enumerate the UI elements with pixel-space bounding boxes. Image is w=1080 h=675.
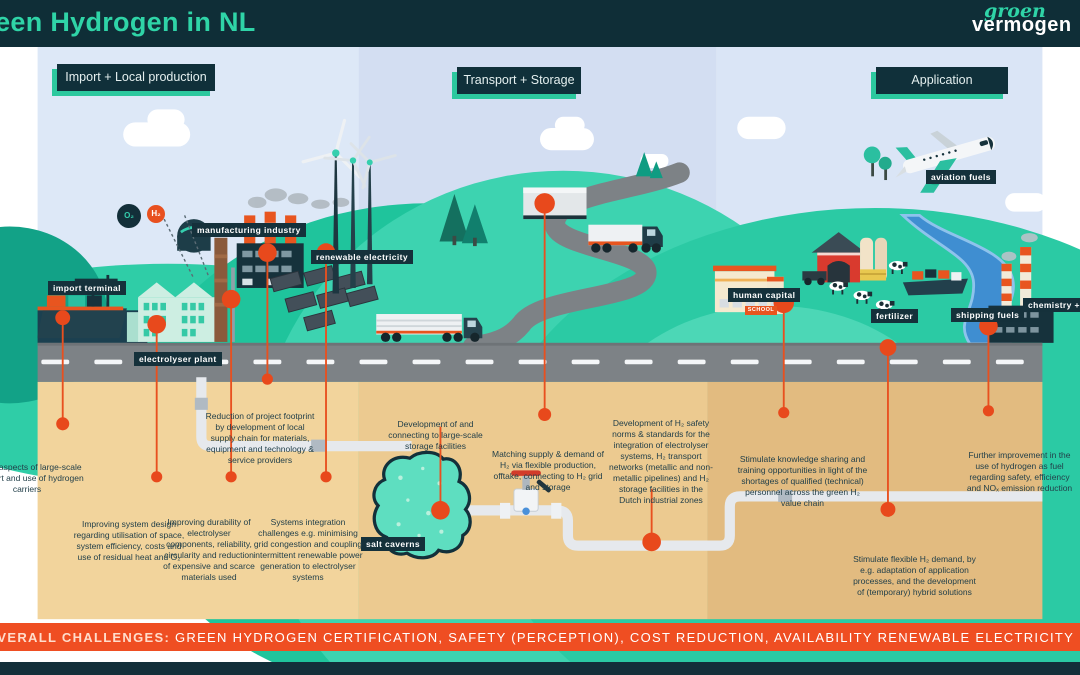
label-aviation-fuels: aviation fuels (926, 170, 996, 184)
banner-text-rest: GREEN HYDROGEN CERTIFICATION, SAFETY (PE… (170, 630, 1075, 645)
annotation-stimulate-knowledge: Stimulate knowledge sharing and training… (737, 454, 868, 509)
label-human-capital: human capital (728, 288, 801, 302)
banner-text-bold: OVERALL CHALLENGES: (0, 630, 171, 645)
barn (802, 232, 888, 286)
valve (499, 470, 562, 519)
hill-truck (588, 224, 663, 253)
label-shipping-fuels: shipping fuels (951, 308, 1025, 322)
section-import-local-production: Import + Local production (57, 64, 215, 91)
label-renewable-electricity: renewable electricity (311, 250, 414, 264)
section-transport-storage: Transport + Storage (457, 67, 581, 94)
annotation-further-improvement: Further improvement in the use of hydrog… (966, 450, 1073, 494)
school-sign: SCHOOL (745, 306, 777, 315)
clouds (123, 109, 1047, 212)
solar-panels (269, 265, 379, 332)
oxygen-badge-icon: O₂ (119, 206, 139, 226)
banner-text: OVERALL CHALLENGES: GREEN HYDROGEN CERTI… (0, 630, 1074, 645)
label-electrolyser-plant: electrolyser plant (134, 352, 222, 366)
bottom-navy-strip (0, 662, 1080, 675)
electrolyser-building (126, 219, 235, 342)
hydrogen-badge-icon: H₂ (147, 205, 165, 223)
label-salt-caverns: salt caverns (361, 537, 425, 551)
annotation-safety-aspects: Safety aspects of large-scale transport … (0, 462, 84, 495)
section-application: Application (876, 67, 1008, 94)
annotation-reduction-footprint: Reduction of project footprint by develo… (205, 411, 315, 466)
annotation-systems-integration: Systems integration challenges e.g. mini… (253, 517, 363, 583)
cows (829, 260, 908, 314)
annotation-improving-durability: Improving durability of electrolyser com… (163, 517, 255, 583)
header-bar: Green Hydrogen in NL groen vermogen (0, 0, 1080, 47)
annotation-development-connecting: Development of and connecting to large-s… (388, 419, 483, 452)
groenvermogen-logo: groen vermogen (972, 1, 1080, 35)
logo-word-vermogen: vermogen (972, 14, 1072, 36)
pine-trees (439, 152, 663, 247)
label-import-terminal: import terminal (48, 281, 126, 295)
connector-lines (61, 205, 990, 539)
label-fertilizer: fertilizer (871, 309, 919, 323)
label-chemistry-steel: chemistry + steel (1023, 298, 1080, 312)
salt-cavern (372, 450, 472, 560)
annotation-development-safety: Development of H₂ safety norms & standar… (609, 418, 713, 506)
page-title: Green Hydrogen in NL (0, 7, 256, 37)
annotation-stimulate-flexible: Stimulate flexible H₂ demand, by e.g. ad… (853, 554, 976, 598)
overall-challenges-banner: OVERALL CHALLENGES: GREEN HYDROGEN CERTI… (0, 623, 1080, 651)
annotation-improving-system: Improving system design regarding utilis… (73, 519, 185, 563)
logo-word-groen: groen (984, 0, 1046, 22)
cargo-ship (902, 269, 968, 296)
label-manufacturing-industry: manufacturing industry (192, 223, 306, 237)
pipeline-joints (194, 397, 793, 502)
annotation-matching-supply: Matching supply & demand of H₂ via flexi… (492, 449, 604, 493)
tube-trailer-truck (376, 314, 483, 342)
round-trees (863, 146, 892, 181)
